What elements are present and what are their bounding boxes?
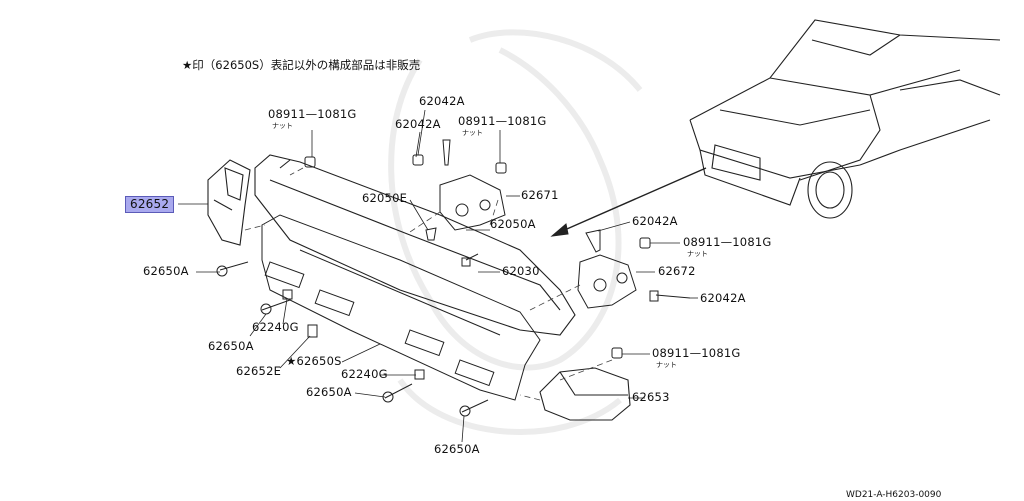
part-label-62650a-2[interactable]: 62650A — [208, 339, 254, 353]
part-label-62042a-right2[interactable]: 62042A — [700, 291, 746, 305]
part-label-62671[interactable]: 62671 — [521, 188, 559, 202]
part-label-62650a-1[interactable]: 62650A — [143, 264, 189, 278]
truck-illustration — [689, 19, 1001, 219]
part-label-08911-d[interactable]: 08911—1081G — [652, 346, 741, 360]
location-arrow — [550, 167, 707, 237]
nut-caption-b: ナット — [462, 129, 483, 137]
part-label-62240g-1[interactable]: 62240G — [252, 320, 299, 334]
part-label-62652e[interactable]: 62652E — [236, 364, 282, 378]
part-label-62653[interactable]: 62653 — [632, 390, 670, 404]
right-corner-bumper — [539, 367, 631, 421]
part-label-62650a-4[interactable]: 62650A — [434, 442, 480, 456]
part-label-62050a[interactable]: 62050A — [490, 217, 536, 231]
part-label-62652-highlighted[interactable]: 62652 — [125, 196, 175, 213]
part-label-62042a-top[interactable]: 62042A — [419, 94, 465, 108]
bracket-62671 — [439, 174, 506, 231]
sales-note: ★印（62650S）表記以外の構成部品は非販売 — [182, 58, 421, 72]
part-label-08911-b[interactable]: 08911—1081G — [458, 114, 547, 128]
part-label-08911-c[interactable]: 08911—1081G — [683, 235, 772, 249]
part-label-08911-a[interactable]: 08911—1081G — [268, 107, 357, 121]
bumper-reinforcement — [261, 214, 541, 401]
watermark-logo — [388, 29, 643, 435]
diagram-code: WD21-A-H6203-0090 — [846, 490, 942, 500]
nut-caption-c: ナット — [687, 250, 708, 258]
fasteners — [216, 139, 691, 417]
part-label-62672[interactable]: 62672 — [658, 264, 696, 278]
part-label-62042a-left[interactable]: 62042A — [395, 117, 441, 131]
bumper-face-bar — [254, 154, 576, 336]
left-corner-bumper — [207, 159, 251, 246]
nut-caption-d: ナット — [656, 361, 677, 369]
leader-lines — [178, 109, 698, 443]
part-label-62240g-2[interactable]: 62240G — [341, 367, 388, 381]
part-label-62050e[interactable]: 62050E — [362, 191, 408, 205]
nut-caption-a: ナット — [272, 122, 293, 130]
part-label-62650a-3[interactable]: 62650A — [306, 385, 352, 399]
bracket-62672 — [577, 254, 637, 309]
part-label-62030[interactable]: 62030 — [502, 264, 540, 278]
part-label-62650s[interactable]: ★62650S — [286, 354, 342, 368]
alignment-lines — [244, 167, 613, 401]
part-label-62042a-right1[interactable]: 62042A — [632, 214, 678, 228]
